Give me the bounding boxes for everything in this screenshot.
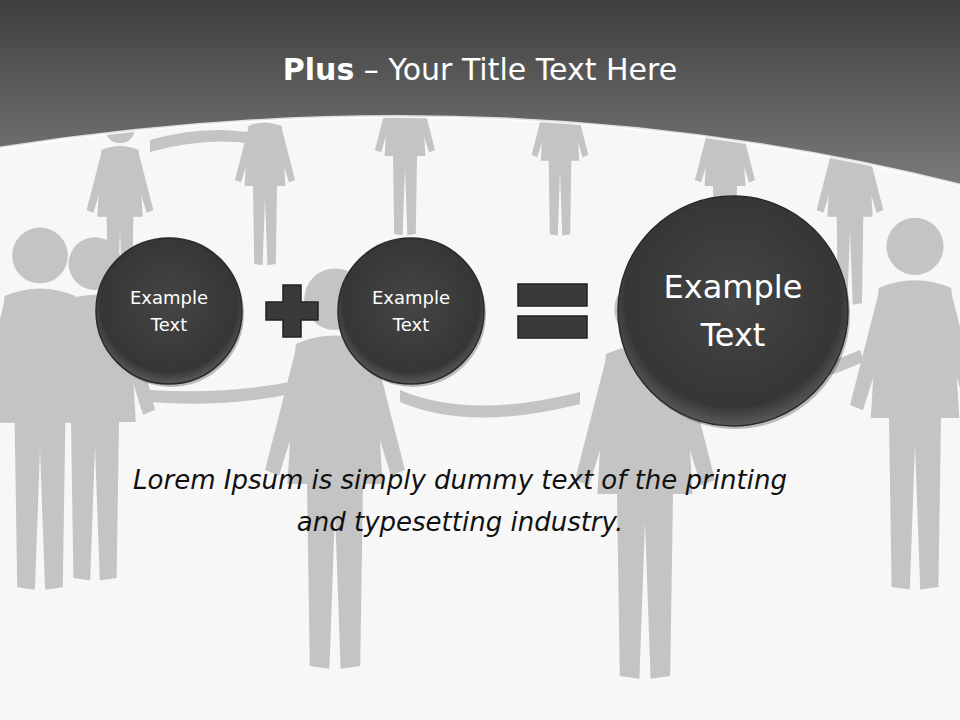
- slide-title: Plus – Your Title Text Here: [0, 52, 960, 87]
- circle-node: Example Text: [334, 234, 488, 388]
- circle-shape: [92, 234, 246, 388]
- circle-label: Example Text: [658, 263, 808, 359]
- circle-label: Example Text: [119, 284, 219, 338]
- slide-caption: Lorem Ipsum is simply dummy text of the …: [110, 460, 810, 543]
- circle-shape: [334, 234, 488, 388]
- people-silhouettes: [0, 64, 960, 679]
- plus-symbol: [266, 285, 318, 337]
- circle-label: Example Text: [361, 284, 461, 338]
- title-band: [0, 0, 960, 185]
- circle-shape: [614, 192, 852, 430]
- circle-node: Example Text: [614, 192, 852, 430]
- circle-node: Example Text: [92, 234, 246, 388]
- equals-symbol: [518, 284, 587, 338]
